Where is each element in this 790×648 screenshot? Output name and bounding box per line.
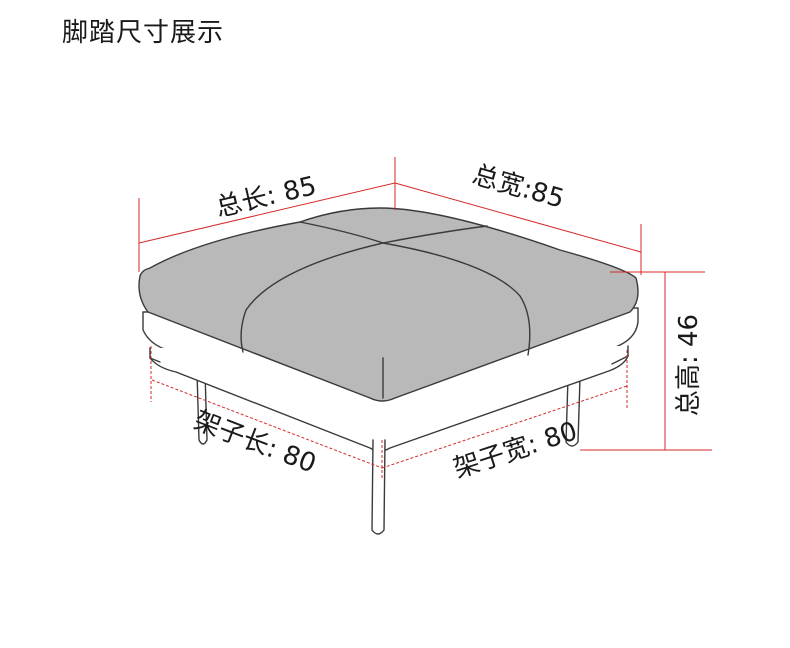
cushion-seam-back-left [299, 221, 384, 244]
cushion-seam-back-right [382, 225, 488, 244]
frame-width-label: 架子宽: 80 [450, 416, 581, 484]
ottoman-leg-left [196, 371, 208, 445]
total-width-label: 总宽:85 [469, 160, 567, 215]
ottoman-leg-front [371, 439, 386, 535]
total-length-line [138, 182, 396, 244]
total-width-line [394, 182, 642, 253]
frame-length-line [151, 379, 383, 469]
total-height-label: 总高: 46 [674, 314, 704, 416]
dimension-lines [138, 157, 712, 451]
page-title: 脚踏尺寸展示 [62, 18, 225, 48]
cushion-seam-front-left [240, 242, 384, 353]
ottoman-cushion [138, 207, 639, 402]
cushion-seam-front-right [382, 242, 531, 356]
frame-dimension-lines [150, 346, 628, 478]
total-length-label: 总长: 85 [213, 171, 319, 223]
frame-width-line [381, 385, 628, 469]
ottoman-illustration [138, 207, 639, 535]
ottoman-leg-right [565, 377, 581, 447]
